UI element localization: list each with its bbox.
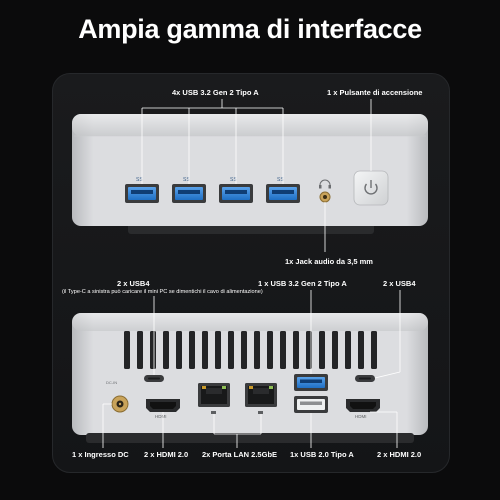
usb-ss-icon: SS	[230, 177, 237, 183]
lan-label: 2x Porta LAN 2.5GbE	[202, 450, 278, 459]
hdmi-text: HDMI	[155, 414, 167, 419]
front-usb-label: 4x USB 3.2 Gen 2 Tipo A	[172, 88, 259, 97]
usb-ss-icon: SS	[277, 177, 284, 183]
usb4-port-right	[355, 375, 375, 382]
hdmi-text: HDMI	[355, 414, 367, 419]
front-usb-port	[125, 184, 159, 203]
rear-callout-lines	[102, 290, 401, 448]
rear-usb20-port	[294, 396, 328, 413]
dc-in-port	[111, 395, 129, 413]
usb32-label: 1 x USB 3.2 Gen 2 Tipo A	[258, 279, 347, 288]
rear-vents	[124, 331, 377, 369]
rear-usb32-port	[294, 374, 328, 391]
usb4-left-note: (il Type-C a sinistra può caricare il mi…	[62, 289, 263, 295]
page-title: Ampia gamma di interfacce	[78, 14, 422, 44]
power-icon	[364, 180, 378, 195]
hdmi-port-left	[146, 399, 180, 412]
hdmi-right-label: 2 x HDMI 2.0	[377, 450, 422, 459]
audio-jack	[319, 191, 331, 203]
usb-ss-icon: SS	[136, 177, 143, 183]
usb4-port-left	[144, 375, 164, 382]
dc-in-text: DC-IN	[106, 380, 117, 385]
usb20-label: 1x USB 2.0 Tipo A	[290, 450, 354, 459]
front-usb-port	[219, 184, 253, 203]
front-callout-lines	[141, 99, 372, 252]
lan-port	[245, 383, 277, 407]
hdmi-port-right	[346, 399, 380, 412]
power-button-label: 1 x Pulsante di accensione	[327, 88, 423, 97]
front-usb-port	[172, 184, 206, 203]
hdmi-left-label: 2 x HDMI 2.0	[144, 450, 189, 459]
front-device	[72, 114, 428, 234]
usb-ss-icon: SS	[183, 177, 190, 183]
power-button[interactable]	[353, 170, 389, 206]
audio-jack-label: 1x Jack audio da 3,5 mm	[285, 257, 373, 266]
usb4-right-label: 2 x USB4	[383, 279, 416, 288]
front-usb-port	[266, 184, 300, 203]
lan-port	[198, 383, 230, 407]
headphone-icon	[319, 179, 331, 189]
dc-in-label: 1 x Ingresso DC	[72, 450, 129, 459]
network-icon	[211, 411, 263, 414]
usb4-left-label: 2 x USB4	[117, 279, 150, 288]
